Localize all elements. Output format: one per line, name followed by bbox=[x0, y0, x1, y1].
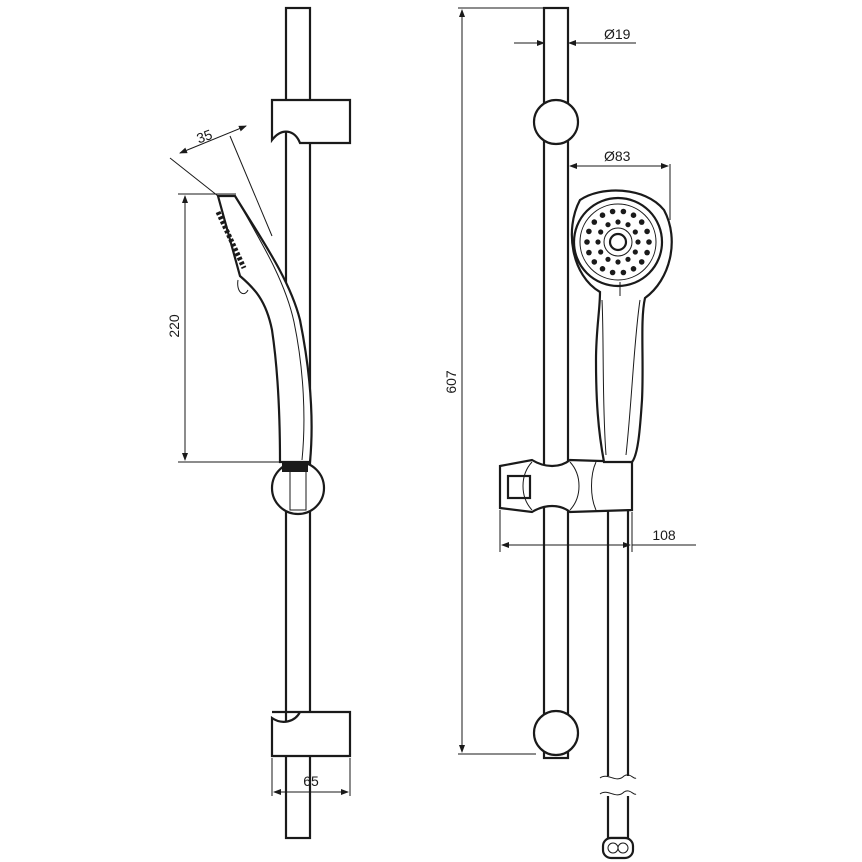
side-top-bracket bbox=[270, 98, 352, 145]
front-shower-face bbox=[572, 196, 664, 288]
nozzle-dot bbox=[620, 208, 627, 215]
nozzle-dot bbox=[620, 269, 627, 276]
nozzle-dot bbox=[605, 256, 611, 262]
nozzle-dot bbox=[591, 259, 598, 265]
nozzle-dot bbox=[598, 229, 604, 235]
dim-handle-length: 220 bbox=[166, 314, 182, 338]
nozzle-dot bbox=[599, 212, 606, 218]
nozzle-dot bbox=[644, 249, 650, 256]
nozzle-dot bbox=[586, 228, 592, 235]
side-nozzle-face bbox=[215, 210, 247, 270]
side-bottom-bracket bbox=[270, 710, 352, 758]
front-view: Ø19 Ø83 607 108 bbox=[443, 6, 696, 860]
nozzle-dot bbox=[638, 219, 645, 225]
front-slider bbox=[498, 458, 634, 514]
nozzle-dot bbox=[615, 219, 621, 225]
nozzle-dot bbox=[599, 266, 606, 272]
dim-wall-offset: 65 bbox=[303, 773, 319, 789]
dim-slider-depth: 108 bbox=[652, 527, 676, 543]
front-bottom-bracket bbox=[532, 709, 580, 757]
nozzle-dot bbox=[595, 239, 601, 245]
side-slider-nut bbox=[282, 462, 308, 472]
nozzle-dot bbox=[644, 228, 650, 235]
nozzle-dot bbox=[586, 249, 592, 256]
dim-head-diameter: Ø83 bbox=[604, 148, 631, 164]
nozzle-dot bbox=[584, 239, 590, 245]
nozzle-dot bbox=[632, 229, 638, 235]
nozzle-dot bbox=[615, 259, 621, 265]
nozzle-dot bbox=[646, 239, 652, 245]
nozzle-dot bbox=[605, 222, 611, 228]
front-rail bbox=[542, 6, 570, 760]
front-hand-shower bbox=[570, 189, 673, 464]
nozzle-dot bbox=[625, 256, 631, 262]
nozzle-dot bbox=[638, 259, 645, 265]
nozzle-dots bbox=[584, 208, 652, 276]
nozzle-dot bbox=[630, 212, 637, 218]
nozzle-dot bbox=[630, 266, 637, 272]
nozzle-dot bbox=[632, 249, 638, 255]
nozzle-dot bbox=[609, 208, 616, 215]
dim-head-thickness: 35 bbox=[194, 126, 214, 146]
side-view: 220 35 65 bbox=[166, 6, 352, 840]
front-top-bracket bbox=[532, 98, 580, 146]
nozzle-dot bbox=[591, 219, 598, 225]
side-hand-shower bbox=[216, 194, 313, 464]
nozzle-dot bbox=[635, 239, 641, 245]
dim-bar-diameter: Ø19 bbox=[604, 26, 631, 42]
nozzle-dot bbox=[598, 249, 604, 255]
nozzle-dot bbox=[625, 222, 631, 228]
nozzle-dot bbox=[609, 269, 616, 276]
dim-rail-length: 607 bbox=[443, 370, 459, 394]
